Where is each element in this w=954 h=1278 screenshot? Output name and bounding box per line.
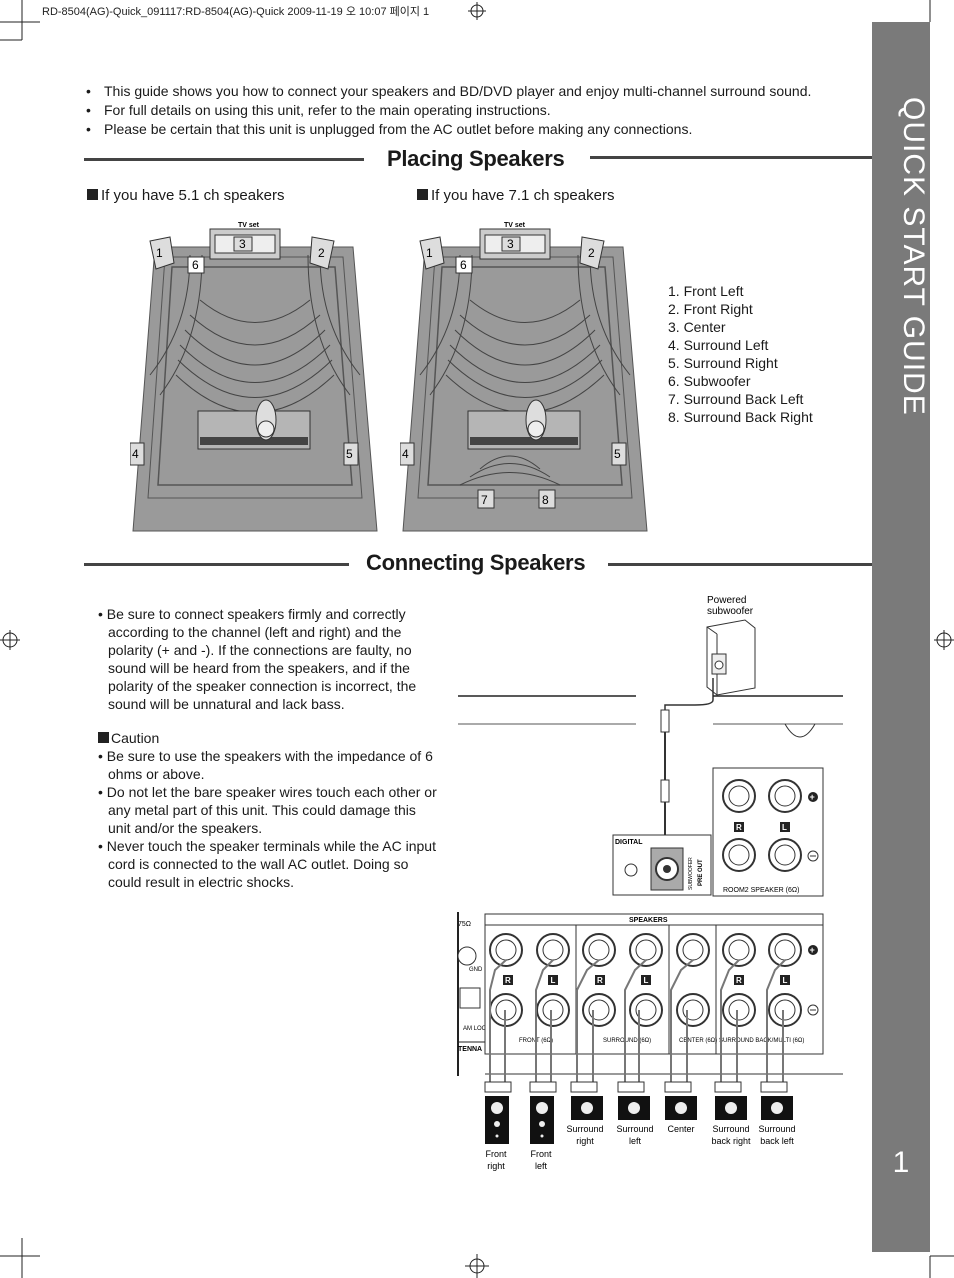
svg-text:+: + bbox=[810, 792, 815, 802]
speaker-number-label: 1 bbox=[426, 246, 433, 260]
svg-text:Surround: Surround bbox=[616, 1124, 653, 1134]
svg-text:back right: back right bbox=[711, 1136, 751, 1146]
svg-text:Center: Center bbox=[667, 1124, 694, 1134]
section-rule bbox=[608, 563, 872, 566]
speaker-number-label: 6 bbox=[460, 258, 467, 272]
legend-item: 8. Surround Back Right bbox=[668, 409, 813, 425]
legend-item: 7. Surround Back Left bbox=[668, 391, 804, 407]
legend-item: 1. Front Left bbox=[668, 283, 744, 299]
room2-label: ROOM2 SPEAKER (6Ω) bbox=[723, 887, 799, 894]
speaker-number-label: 2 bbox=[588, 246, 595, 260]
gnd-label: GND bbox=[469, 967, 483, 973]
section-rule bbox=[590, 156, 872, 159]
digital-label: DIGITAL bbox=[615, 839, 643, 846]
svg-text:right: right bbox=[487, 1161, 505, 1171]
speaker-number-label: 6 bbox=[192, 258, 199, 272]
svg-text:+: + bbox=[810, 945, 815, 955]
intro-bullet: For full details on using this unit, ref… bbox=[86, 103, 811, 119]
svg-text:left: left bbox=[629, 1136, 642, 1146]
l-label: L bbox=[782, 823, 787, 832]
legend-item: 2. Front Right bbox=[668, 301, 753, 317]
room-diagram-71: TV set 3 6 1 2 4 5 7 8 bbox=[400, 222, 648, 532]
terminal-group-label: SURROUND (6Ω) bbox=[603, 1038, 651, 1044]
speaker-units bbox=[484, 1081, 793, 1144]
connection-diagram: Powered subwoofer DIGITAL SUBWOOFER PRE … bbox=[457, 595, 843, 1171]
square-bullet-icon bbox=[87, 189, 98, 200]
side-tab bbox=[872, 22, 930, 1252]
svg-text:left: left bbox=[535, 1161, 548, 1171]
legend-item: 4. Surround Left bbox=[668, 337, 769, 353]
legend-item: 6. Subwoofer bbox=[668, 373, 751, 389]
speaker-number-label: 4 bbox=[402, 447, 409, 461]
svg-text:Front: Front bbox=[485, 1149, 507, 1159]
square-bullet-icon bbox=[417, 189, 428, 200]
speaker-number-label: 5 bbox=[346, 447, 353, 461]
speaker-legend: 1. Front Left 2. Front Right 3. Center 4… bbox=[668, 282, 813, 426]
svg-text:back left: back left bbox=[760, 1136, 794, 1146]
connecting-notes: • Be sure to connect speakers firmly and… bbox=[98, 605, 438, 891]
section-rule bbox=[84, 563, 349, 566]
terminal-group-label: CENTER (6Ω) bbox=[679, 1038, 717, 1044]
speakers-label: SPEAKERS bbox=[629, 917, 668, 924]
section-rule bbox=[84, 158, 364, 161]
r-label: R bbox=[736, 823, 742, 832]
speaker-number-label: 2 bbox=[318, 246, 325, 260]
print-header: RD-8504(AG)-Quick_091117:RD-8504(AG)-Qui… bbox=[42, 6, 430, 18]
tv-set-label: TV set bbox=[238, 222, 260, 229]
subwoofer-label: Powered bbox=[707, 595, 746, 606]
svg-text:R: R bbox=[505, 976, 511, 985]
svg-text:right: right bbox=[576, 1136, 594, 1146]
caution-heading: Caution bbox=[98, 729, 438, 747]
legend-item: 5. Surround Right bbox=[668, 355, 778, 371]
svg-text:Surround: Surround bbox=[712, 1124, 749, 1134]
room-diagram-51: TV set 3 6 1 2 4 5 bbox=[130, 222, 378, 532]
pre-out-label: PRE OUT bbox=[698, 859, 704, 886]
square-bullet-icon bbox=[98, 732, 109, 743]
placing-speakers-title: Placing Speakers bbox=[387, 146, 565, 171]
svg-text:L: L bbox=[551, 976, 556, 985]
intro-bullets: This guide shows you how to connect your… bbox=[86, 84, 811, 141]
connect-bullet: • Be sure to connect speakers firmly and… bbox=[98, 606, 417, 712]
speaker-number-label: 4 bbox=[132, 447, 139, 461]
svg-text:Surround: Surround bbox=[566, 1124, 603, 1134]
speaker-number-label: 5 bbox=[614, 447, 621, 461]
caution-item: • Do not let the bare speaker wires touc… bbox=[98, 784, 437, 836]
antenna-label: TENNA bbox=[458, 1046, 482, 1053]
legend-item: 3. Center bbox=[668, 319, 726, 335]
speaker-number-label: 8 bbox=[542, 493, 549, 507]
connecting-speakers-title: Connecting Speakers bbox=[366, 550, 586, 575]
caution-item: • Never touch the speaker terminals whil… bbox=[98, 838, 436, 890]
speaker-number-label: 3 bbox=[507, 237, 514, 251]
layout-71-label: If you have 7.1 ch speakers bbox=[431, 187, 615, 204]
intro-bullet: Please be certain that this unit is unpl… bbox=[86, 122, 811, 138]
tv-set-label: TV set bbox=[504, 222, 526, 229]
svg-text:Front: Front bbox=[530, 1149, 552, 1159]
layout-51-label: If you have 5.1 ch speakers bbox=[101, 187, 285, 204]
caution-item: • Be sure to use the speakers with the i… bbox=[98, 748, 433, 782]
subwoofer-label: subwoofer bbox=[707, 606, 754, 617]
layout-51-heading: If you have 5.1 ch speakers bbox=[87, 187, 284, 204]
speaker-number-label: 7 bbox=[481, 493, 488, 507]
side-tab-title: QUICK START GUIDE bbox=[897, 96, 930, 416]
intro-bullet: This guide shows you how to connect your… bbox=[86, 84, 811, 100]
speaker-labels: Front right Front left Surround right Surro… bbox=[485, 1124, 795, 1171]
terminal-group-label: SURROUND BACK/MULTI (6Ω) bbox=[719, 1038, 804, 1044]
layout-71-heading: If you have 7.1 ch speakers bbox=[417, 187, 614, 204]
svg-text:Surround: Surround bbox=[758, 1124, 795, 1134]
svg-text:R: R bbox=[736, 976, 742, 985]
page-number: 1 bbox=[892, 1146, 910, 1179]
caution-label: Caution bbox=[111, 730, 160, 746]
svg-text:R: R bbox=[597, 976, 603, 985]
speaker-number-label: 3 bbox=[239, 237, 246, 251]
svg-text:L: L bbox=[644, 976, 649, 985]
am-loop-label: AM LOOP bbox=[463, 1026, 490, 1032]
ohm-label: 75Ω bbox=[458, 921, 471, 928]
subwoofer-jack-label: SUBWOOFER bbox=[688, 857, 694, 890]
speaker-number-label: 1 bbox=[156, 246, 163, 260]
svg-text:L: L bbox=[783, 976, 788, 985]
